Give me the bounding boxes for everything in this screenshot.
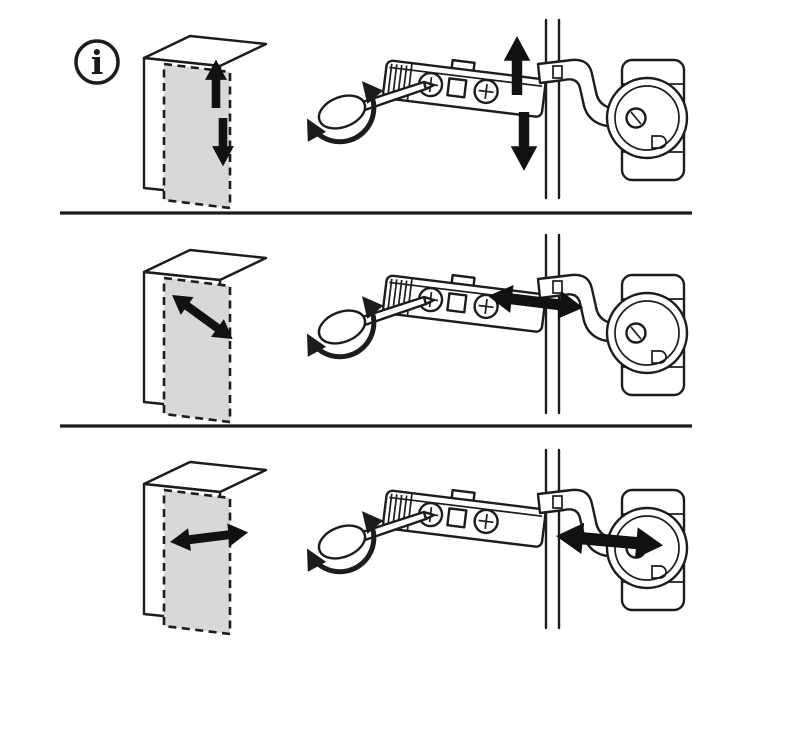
row-depth-adjustment [142,235,687,424]
cabinet-illustration [142,248,268,424]
info-icon-circle [74,39,120,85]
hinge-illustration [310,20,687,198]
row-side-adjustment [142,450,687,636]
cabinet-illustration [142,460,268,636]
hinge-illustration [310,235,687,413]
row-height-adjustment [142,20,687,210]
info-icon-glyph: i [91,43,104,82]
info-icon: i [74,39,120,85]
cabinet-illustration [142,34,268,210]
down-arrow-icon [510,112,538,171]
